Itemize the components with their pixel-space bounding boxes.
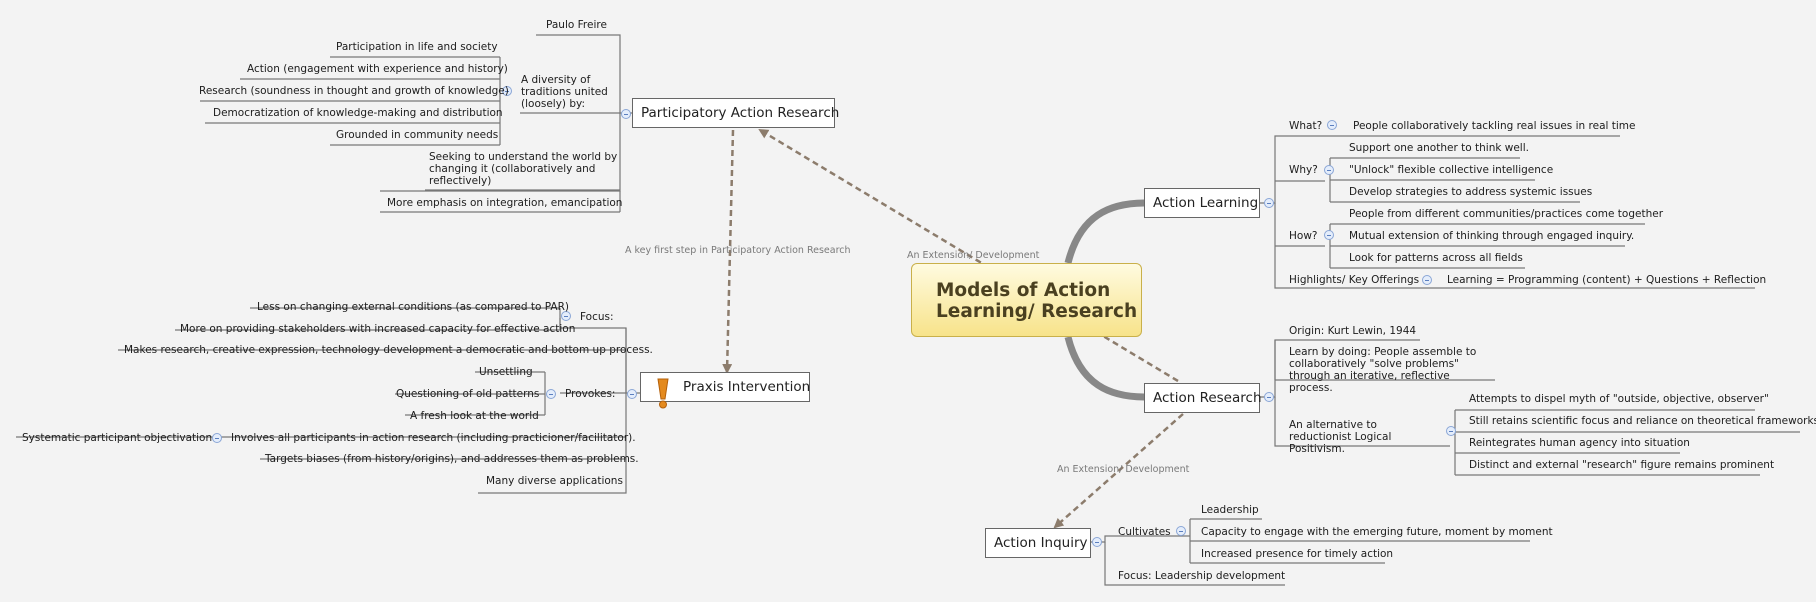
topic-more-providing[interactable]: More on providing stakeholders with incr… — [180, 323, 576, 335]
topic-why-develop[interactable]: Develop strategies to address systemic i… — [1349, 186, 1593, 198]
topic-scientific-focus[interactable]: Still retains scientific focus and relia… — [1469, 415, 1816, 427]
collapse-ar-icon[interactable] — [1264, 392, 1274, 402]
topic-grounded[interactable]: Grounded in community needs — [336, 129, 499, 141]
topic-research-figure[interactable]: Distinct and external "research" figure … — [1469, 459, 1775, 471]
node-action-learning[interactable]: Action Learning — [1144, 188, 1260, 218]
collapse-alternative-icon[interactable] — [1446, 426, 1456, 436]
topic-targets-biases[interactable]: Targets biases (from history/origins), a… — [265, 453, 639, 465]
node-action-inquiry[interactable]: Action Inquiry — [985, 528, 1091, 558]
topic-human-agency[interactable]: Reintegrates human agency into situation — [1469, 437, 1690, 449]
topic-praxis-focus[interactable]: Focus: — [580, 311, 614, 323]
collapse-what-icon[interactable] — [1327, 120, 1337, 130]
topic-capacity[interactable]: Capacity to engage with the emerging fut… — [1201, 526, 1553, 538]
topic-unsettling[interactable]: Unsettling — [479, 366, 533, 378]
topic-what-value[interactable]: People collaboratively tackling real iss… — [1353, 120, 1636, 132]
topic-involves[interactable]: Involves all participants in action rese… — [231, 432, 636, 444]
topic-how-patterns[interactable]: Look for patterns across all fields — [1349, 252, 1523, 264]
topic-more-emphasis[interactable]: More emphasis on integration, emancipati… — [387, 197, 623, 209]
topic-how[interactable]: How? — [1289, 230, 1318, 242]
topic-why[interactable]: Why? — [1289, 164, 1318, 176]
central-topic-line1: Models of Action — [936, 280, 1111, 301]
topic-leadership[interactable]: Leadership — [1201, 504, 1259, 516]
topic-dispel-myth[interactable]: Attempts to dispel myth of "outside, obj… — [1469, 393, 1769, 405]
topic-makes-research[interactable]: Makes research, creative expression, tec… — [124, 344, 653, 356]
rel-ar-to-ai — [1053, 413, 1184, 529]
collapse-involves-icon[interactable] — [212, 433, 222, 443]
topic-research-soundness[interactable]: Research (soundness in thought and growt… — [199, 85, 509, 97]
topic-action-engagement[interactable]: Action (engagement with experience and h… — [247, 63, 508, 75]
rel-root-to-par — [758, 128, 1179, 383]
topic-highlights-value[interactable]: Learning = Programming (content) + Quest… — [1447, 274, 1767, 286]
topic-paulo-freire[interactable]: Paulo Freire — [546, 19, 607, 31]
collapse-praxis-icon[interactable] — [627, 389, 637, 399]
topic-applications[interactable]: Many diverse applications — [486, 475, 623, 487]
topic-provokes[interactable]: Provokes: — [565, 388, 616, 400]
collapse-provokes-icon[interactable] — [546, 389, 556, 399]
node-participatory-action-research[interactable]: Participatory Action Research — [632, 98, 839, 128]
topic-how-people[interactable]: People from different communities/practi… — [1349, 208, 1664, 220]
topic-less-changing[interactable]: Less on changing external conditions (as… — [257, 301, 570, 313]
collapse-why-icon[interactable] — [1324, 165, 1334, 175]
collapse-how-icon[interactable] — [1324, 230, 1334, 240]
topic-ai-focus[interactable]: Focus: Leadership development — [1118, 570, 1286, 582]
topic-fresh-look[interactable]: A fresh look at the world — [410, 410, 539, 422]
topic-participation[interactable]: Participation in life and society — [336, 41, 498, 53]
topic-why-support[interactable]: Support one another to think well. — [1349, 142, 1529, 154]
relationship-label-par-praxis: A key first step in Participatory Action… — [625, 245, 851, 256]
collapse-diversity-icon[interactable] — [502, 86, 512, 96]
topic-seeking[interactable]: Seeking to understand the world by chang… — [429, 151, 618, 187]
central-topic-line2: Learning/ Research — [936, 301, 1138, 322]
collapse-ai-icon[interactable] — [1092, 537, 1102, 547]
topic-questioning[interactable]: Questioning of old patterns — [396, 388, 540, 400]
topic-how-mutual[interactable]: Mutual extension of thinking through eng… — [1349, 230, 1635, 242]
topic-alternative[interactable]: An alternative to reductionist Logical P… — [1289, 419, 1392, 455]
relationship-label-root-par: An Extension/ Development — [907, 250, 1040, 261]
node-praxis-intervention[interactable]: Praxis Intervention — [640, 372, 810, 402]
topic-learn-by-doing[interactable]: Learn by doing: People assemble to colla… — [1289, 346, 1477, 394]
collapse-highlights-icon[interactable] — [1422, 275, 1432, 285]
topic-cultivates[interactable]: Cultivates — [1118, 526, 1171, 538]
collapse-par-icon[interactable] — [621, 109, 631, 119]
relationship-label-ar-ai: An Extension/ Development — [1057, 464, 1190, 475]
central-topic[interactable]: Models of Action Learning/ Research — [911, 263, 1142, 337]
collapse-al-icon[interactable] — [1264, 198, 1274, 208]
exclamation-icon — [657, 378, 669, 409]
rel-par-to-praxis — [722, 129, 735, 374]
topic-increased-presence[interactable]: Increased presence for timely action — [1201, 548, 1394, 560]
topic-what[interactable]: What? — [1289, 120, 1323, 132]
topic-origin[interactable]: Origin: Kurt Lewin, 1944 — [1289, 325, 1417, 337]
topic-highlights[interactable]: Highlights/ Key Offerings — [1289, 274, 1420, 286]
topic-democratization[interactable]: Democratization of knowledge-making and … — [213, 107, 503, 119]
topic-diversity-traditions[interactable]: A diversity of traditions united (loosel… — [521, 74, 608, 110]
collapse-cultivates-icon[interactable] — [1176, 526, 1186, 536]
topic-systematic[interactable]: Systematic participant objectivation — [22, 432, 213, 444]
topic-why-unlock[interactable]: "Unlock" flexible collective intelligenc… — [1349, 164, 1554, 176]
node-action-research[interactable]: Action Research — [1144, 383, 1262, 413]
collapse-focus-icon[interactable] — [561, 311, 571, 321]
